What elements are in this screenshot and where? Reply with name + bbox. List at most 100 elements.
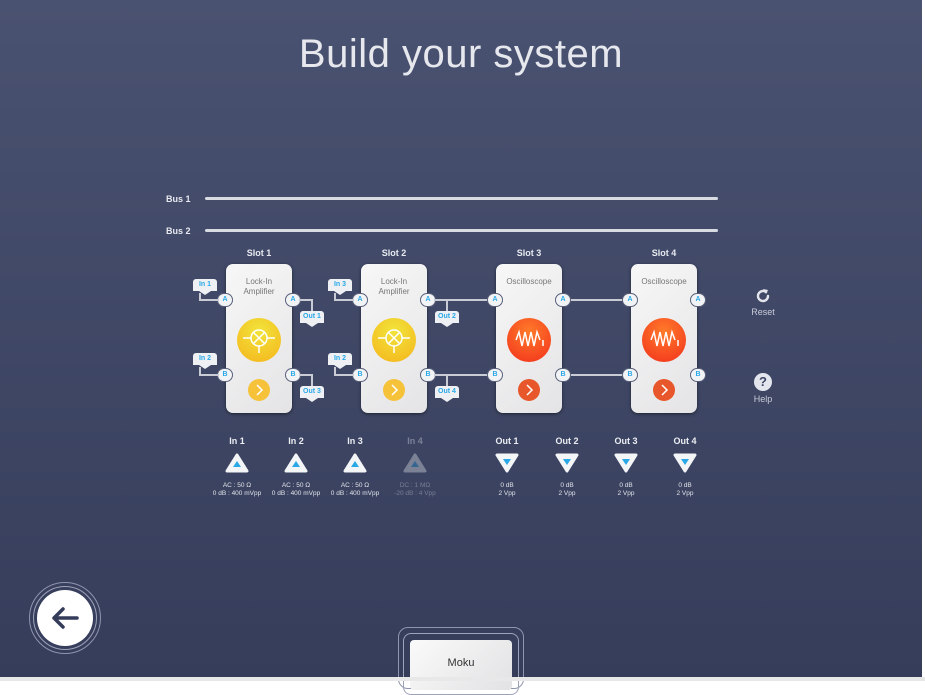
output-spec: 0 dB [619,482,633,489]
lock-in-icon [237,318,281,362]
slot-label: Slot 2 [381,248,407,258]
instrument-card-scope[interactable]: Oscilloscope [631,264,697,413]
input-spec: 0 dB : 400 mVpp [212,490,262,497]
output-tag[interactable]: Out 4 [435,386,459,402]
input-tag[interactable]: In 1 [193,279,217,295]
wire [334,367,336,375]
instrument-name-line: Oscilloscope [506,277,552,286]
input-port-a[interactable]: A [487,293,503,307]
wire [334,299,354,301]
chevron-right-icon [256,384,264,396]
wire [446,300,448,311]
wire [299,374,313,376]
input-label: In 1 [229,436,245,446]
back-button[interactable] [37,590,93,646]
bus-2-line[interactable] [205,229,718,232]
slot-label: Slot 3 [516,248,542,258]
wire [434,374,448,376]
output-2-button[interactable] [555,453,579,473]
wire [199,367,201,375]
back-button-ring [29,582,101,654]
wire [299,299,313,301]
input-3-button[interactable] [343,453,367,473]
output-port-a[interactable]: A [690,293,706,307]
instrument-card-scope[interactable]: Oscilloscope [496,264,562,413]
chevron-right-icon [391,384,399,396]
output-port-b[interactable]: B [690,368,706,382]
output-spec: 2 Vpp [558,490,576,497]
output-1-button[interactable] [495,453,519,473]
open-instrument-button[interactable] [653,379,675,401]
input-spec: AC : 50 Ω [281,482,311,489]
oscilloscope-wave-icon [507,318,551,362]
input-4-button[interactable] [403,453,427,473]
output-port-b[interactable]: B [555,368,571,382]
wire [334,374,354,376]
instrument-name-line: Lock-In [380,277,408,286]
output-label: Out 1 [495,436,519,446]
reset-icon [756,289,770,303]
output-tag[interactable]: Out 2 [435,311,459,327]
input-spec: AC : 50 Ω [222,482,252,489]
output-label: Out 3 [614,436,638,446]
help-icon[interactable]: ? [754,373,772,391]
open-instrument-button[interactable] [518,379,540,401]
chevron-right-icon [526,384,534,396]
input-spec: 0 dB : 400 mVpp [330,490,380,497]
input-tag[interactable]: In 2 [193,353,217,369]
chevron-right-icon [661,384,669,396]
input-port-b[interactable]: B [622,368,638,382]
wire [311,300,313,311]
open-instrument-button[interactable] [383,379,405,401]
instrument-name: Oscilloscope [631,277,697,287]
output-4-button[interactable] [673,453,697,473]
open-instrument-button[interactable] [248,379,270,401]
device-tab-moku[interactable]: Moku [410,640,512,690]
output-port-b[interactable]: B [285,368,301,382]
triangle-down-icon [555,453,579,473]
output-spec: 0 dB [560,482,574,489]
output-port-a[interactable]: A [555,293,571,307]
wire [446,375,448,386]
slot-label: Slot 1 [246,248,272,258]
wire [434,299,448,301]
instrument-name-line: Amplifier [243,287,275,296]
input-label: In 4 [407,436,423,446]
slot-label: Slot 4 [651,248,677,258]
output-label: Out 4 [673,436,697,446]
connection-wire[interactable] [562,299,631,301]
connection-wire[interactable] [562,374,631,376]
input-port-a[interactable]: A [622,293,638,307]
triangle-up-icon [403,453,427,473]
input-port-b[interactable]: B [352,368,368,382]
output-tag[interactable]: Out 1 [300,311,324,327]
lock-in-icon [372,318,416,362]
bus-1-line[interactable] [205,197,718,200]
input-1-button[interactable] [225,453,249,473]
input-2-button[interactable] [284,453,308,473]
input-port-b[interactable]: B [487,368,503,382]
input-port-a[interactable]: A [217,293,233,307]
input-tag[interactable]: In 3 [328,279,352,295]
output-spec: 0 dB [678,482,692,489]
page-title: Build your system [298,32,624,76]
input-spec: -20 dB : 4 Vpp [394,490,436,497]
connection-wire[interactable] [427,299,496,301]
output-tag[interactable]: Out 3 [300,386,324,402]
output-3-button[interactable] [614,453,638,473]
input-port-b[interactable]: B [217,368,233,382]
reset-button[interactable] [753,286,773,306]
reset-label[interactable]: Reset [751,307,775,317]
triangle-down-icon [614,453,638,473]
connection-wire[interactable] [427,374,496,376]
instrument-name-line: Lock-In [245,277,273,286]
bus-1-label: Bus 1 [166,194,191,204]
input-port-a[interactable]: A [352,293,368,307]
help-label[interactable]: Help [753,394,773,404]
input-tag[interactable]: In 2 [328,353,352,369]
